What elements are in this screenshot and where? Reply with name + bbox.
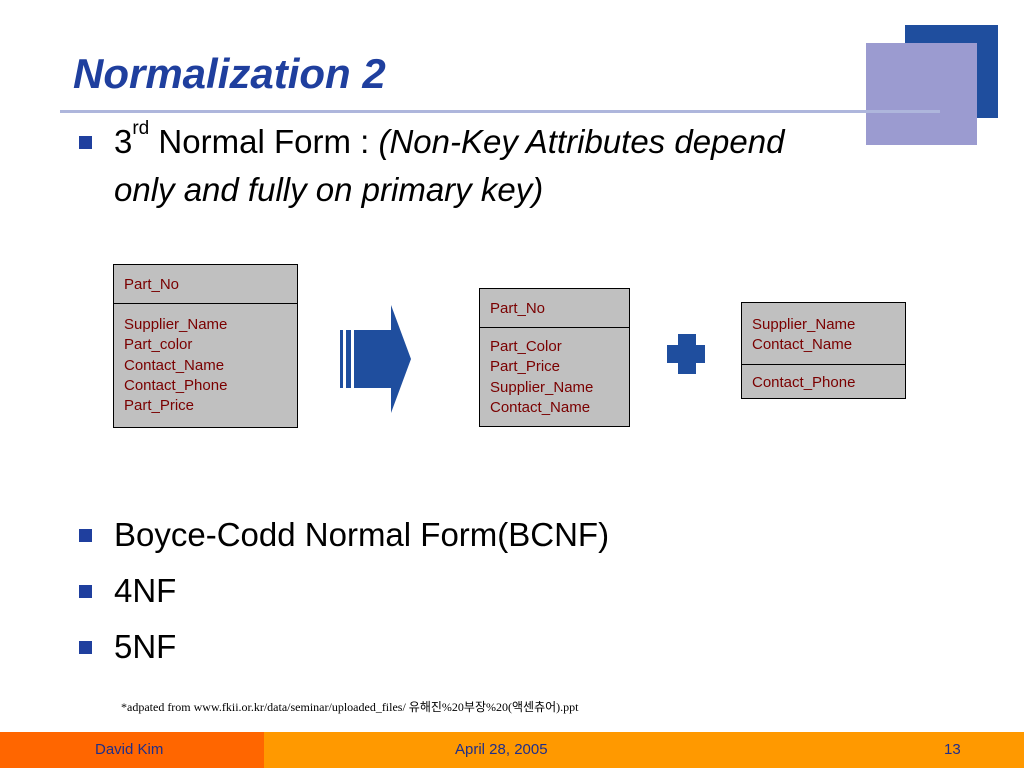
title-divider <box>60 110 940 113</box>
bullet-5nf: 5NF <box>114 628 177 665</box>
table-part-attr: Contact_Name <box>490 398 591 416</box>
bullet-bcnf: Boyce-Codd Normal Form(BCNF) <box>114 516 610 553</box>
table-original-attr: Part_Price <box>124 397 195 415</box>
table-original-attr: Contact_Name <box>124 356 225 374</box>
bullet-3nf-superscript: rd <box>132 118 150 139</box>
table-original-attr: Contact_Phone <box>124 376 228 394</box>
table-supplier-attr: Contact_Phone <box>752 374 856 391</box>
bullet-4nf: 4NF <box>114 572 177 609</box>
table-original: Part_No Supplier_Name Part_color Contact… <box>113 264 298 428</box>
table-supplier-key: Contact_Name <box>752 336 853 354</box>
source-note: *adpated from www.fkii.or.kr/data/semina… <box>121 700 579 714</box>
bullet-3nf-definition: (Non-Key Attributes depend <box>378 123 785 160</box>
table-part-attr: Part_Color <box>490 338 562 355</box>
right-arrow-icon <box>340 305 411 413</box>
table-supplier-key: Supplier_Name <box>752 316 856 333</box>
bullet-3nf-prefix: 3 <box>114 123 133 160</box>
footer-author: David Kim <box>95 741 164 758</box>
bullet-marker <box>79 529 92 542</box>
footer-bar: David Kim April 28, 2005 13 <box>0 732 1024 768</box>
table-original-attr: Part_color <box>124 336 193 354</box>
bullet-3nf-continuation: only and fully on primary key) <box>114 170 543 210</box>
table-original-attr: Supplier_Name <box>124 316 228 333</box>
table-part-key: Part_No <box>490 300 546 317</box>
slide-title: Normalization 2 <box>73 50 386 97</box>
table-part: Part_No Part_Color Part_Price Supplier_N… <box>479 288 630 427</box>
bullet-3nf-definition-cont: only and fully on primary key) <box>114 171 544 208</box>
decor-square-light <box>866 43 977 145</box>
footer-left-panel <box>0 732 264 768</box>
plus-icon <box>667 334 705 374</box>
bullet-marker <box>79 585 92 598</box>
bullet-3nf: 3rd Normal Form : (Non-Key Attributes de… <box>114 119 785 162</box>
table-supplier: Supplier_Name Contact_Name Contact_Phone <box>741 302 906 399</box>
footer-page-number: 13 <box>944 741 961 758</box>
bullet-marker <box>79 641 92 654</box>
bullet-3nf-label: Normal Form : <box>149 123 379 160</box>
bullet-marker <box>79 136 92 149</box>
footer-date: April 28, 2005 <box>455 741 548 758</box>
table-original-key: Part_No <box>124 276 180 293</box>
table-part-attr: Supplier_Name <box>490 378 594 396</box>
table-part-attr: Part_Price <box>490 358 561 376</box>
